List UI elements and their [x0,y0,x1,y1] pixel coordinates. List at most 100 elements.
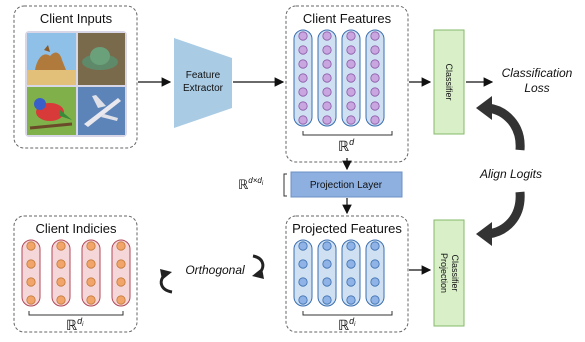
feature-extractor-label-1: Feature [186,70,221,81]
client-index-node [86,295,96,305]
client-inputs-title: Client Inputs [40,11,113,26]
client-feature-node [322,115,332,125]
client-feature-node [346,115,356,125]
projected-feature-node [346,277,356,287]
client-feature-node [346,31,356,41]
projected-features-title: Projected Features [292,221,402,236]
client-feature-node [322,31,332,41]
projected-feature-node [298,277,308,287]
projected-feature-node [370,259,380,269]
client-feature-node [370,31,380,41]
client-index-node [56,241,66,251]
projected-feature-node [346,241,356,251]
client-feature-node [346,101,356,111]
client-feature-node [298,87,308,97]
client-feature-node [322,45,332,55]
client-feature-node [322,101,332,111]
client-indicies-bracket [28,311,124,316]
projected-feature-node [370,295,380,305]
client-feature-node [346,59,356,69]
projection-layer-label: Projection Layer [310,180,383,191]
client-index-node [26,295,36,305]
client-index-node [116,295,126,305]
projected-feature-node [322,277,332,287]
client-feature-node [370,115,380,125]
client-inputs-box [13,5,138,149]
projected-feature-node [322,241,332,251]
client-index-node [116,241,126,251]
align-arrow-bottom [487,191,525,239]
projected-features-dim: ℝdi [338,316,356,333]
projected-feature-node [370,277,380,287]
client-index-node [86,241,96,251]
client-feature-node [346,45,356,55]
client-feature-node [346,73,356,83]
client-index-node [86,259,96,269]
classifier-box [433,29,465,135]
client-index-column [21,239,41,307]
projected-features-bracket [302,311,393,316]
projection-classifier-label-1: Projection [439,253,449,293]
projected-feature-node [322,295,332,305]
client-index-column [51,239,71,307]
client-feature-node [298,101,308,111]
projected-feature-column [317,239,337,307]
client-features-dim: ℝd [338,137,355,154]
client-feature-node [370,73,380,83]
client-feature-node [370,87,380,97]
projected-feature-node [370,241,380,251]
client-indicies-dim: ℝdi [66,316,84,333]
client-feature-node [298,31,308,41]
align-logits-label: Align Logits [479,167,542,181]
client-feature-node [298,73,308,83]
projected-feature-node [298,295,308,305]
client-index-column [81,239,101,307]
classification-loss-line2: Loss [524,81,549,95]
client-feature-node [298,59,308,69]
client-indicies-box [13,215,138,333]
projection-layer-dim: ℝd×di [238,176,264,192]
client-index-node [116,277,126,287]
feature-extractor-shape [174,38,232,128]
client-feature-node [370,101,380,111]
client-features-title: Client Features [303,11,392,26]
projected-feature-column [341,239,361,307]
projected-feature-node [298,259,308,269]
client-indicies-title: Client Indicies [36,221,117,236]
classification-loss-line1: Classification [502,66,573,80]
projected-feature-node [346,295,356,305]
client-index-node [86,277,96,287]
client-feature-node [322,59,332,69]
client-feature-node [322,87,332,97]
input-images [25,31,127,137]
projected-feature-node [298,241,308,251]
align-arrow-top [487,103,525,151]
client-feature-node [370,59,380,69]
client-index-column [111,239,131,307]
projected-feature-column [293,239,313,307]
client-feature-node [298,115,308,125]
client-index-node [26,277,36,287]
client-index-node [26,259,36,269]
client-index-node [116,259,126,269]
projected-feature-node [346,259,356,269]
client-feature-node [370,45,380,55]
projected-features-box [285,215,409,333]
client-index-node [56,295,66,305]
client-feature-node [346,87,356,97]
hat-image [78,33,125,85]
projection-classifier-label-2: Classifier [450,254,460,291]
camel-image [27,33,76,85]
projected-feature-column [365,239,385,307]
client-features-columns [293,29,385,127]
client-features-bracket [302,131,393,136]
projection-layer-box [290,171,403,198]
feature-extractor-label-2: Extractor [183,83,224,94]
airplane-image [78,87,125,135]
orthogonal-label: Orthogonal [185,263,245,277]
client-feature-node [298,45,308,55]
client-index-node [56,277,66,287]
client-index-node [26,241,36,251]
projected-features-columns [293,239,385,307]
